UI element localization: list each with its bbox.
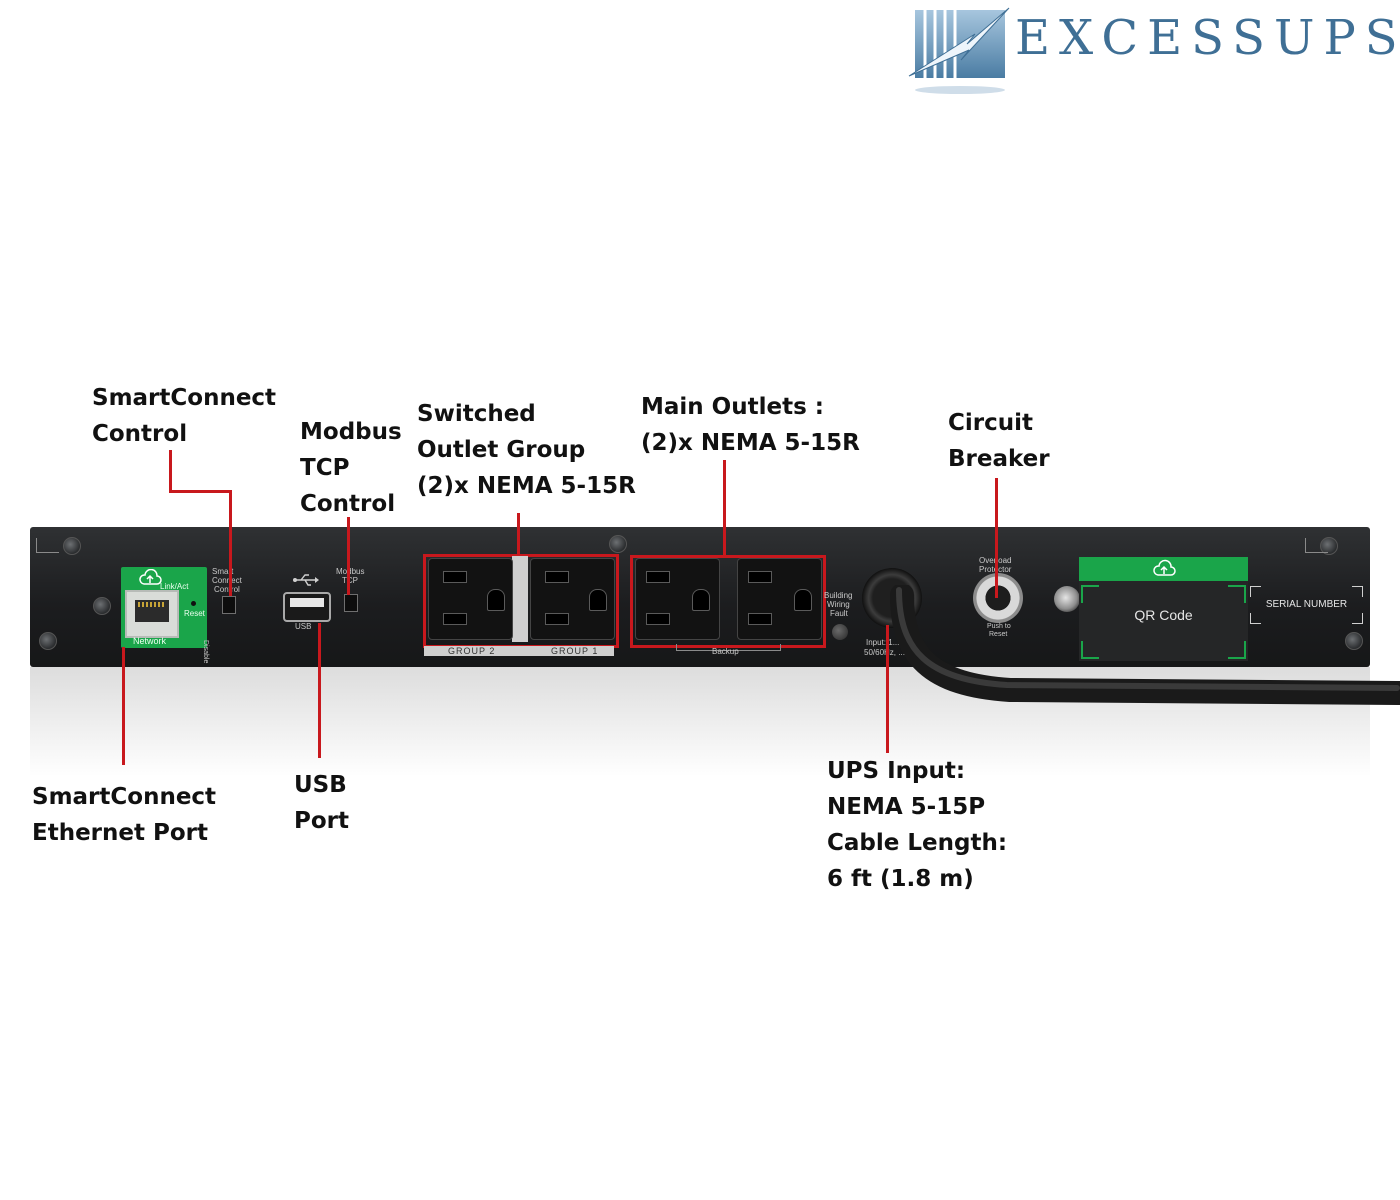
input-label-1: Input: 1...	[866, 638, 900, 647]
qr-code-label: QR Code	[1134, 607, 1193, 623]
building-wiring-label-3: Fault	[830, 609, 848, 618]
push-reset-label-2: Reset	[989, 631, 1008, 638]
serial-number-area: SERIAL NUMBER	[1250, 586, 1363, 624]
modbus-label-1: Modbus	[336, 567, 365, 576]
cloud-upload-icon	[139, 569, 162, 585]
building-wiring-label-2: Wiring	[827, 600, 850, 609]
smart-connect-label-3: Control	[214, 585, 240, 594]
group-divider	[512, 556, 528, 642]
outlet-group1[interactable]	[530, 558, 615, 640]
usb-port[interactable]	[283, 592, 331, 622]
smart-connect-switch[interactable]	[222, 596, 236, 614]
power-cable	[890, 585, 1400, 705]
circuit-breaker[interactable]	[973, 573, 1023, 623]
leader-line	[995, 478, 998, 598]
group1-label: GROUP 1	[551, 646, 599, 656]
screw-icon	[39, 632, 57, 650]
callout-switched-outlets: Switched Outlet Group (2)x NEMA 5-15R	[417, 401, 636, 499]
smart-connect-label-1: Smart	[212, 567, 234, 576]
mount-slot	[36, 538, 59, 553]
smart-connect-opt-disable: Disable	[202, 640, 209, 664]
outlet-group2[interactable]	[428, 558, 513, 640]
building-wiring-label-1: Building	[824, 591, 853, 600]
lightning-logo-icon	[908, 7, 1010, 94]
callout-main-outlets: Main Outlets : (2)x NEMA 5-15R	[641, 394, 860, 456]
screw-icon	[63, 537, 81, 555]
backup-label: Backup	[712, 647, 739, 656]
mount-slot	[1305, 538, 1328, 553]
wiring-fault-led	[832, 624, 848, 640]
modbus-label-2: TCP	[342, 576, 358, 585]
input-label-2: 50/60Hz, ...	[864, 648, 905, 657]
group2-label: GROUP 2	[448, 646, 496, 656]
main-outlets	[630, 555, 826, 648]
backup-bracket	[676, 644, 781, 651]
network-label: Network	[133, 636, 167, 646]
qr-code-area: QR Code	[1079, 557, 1248, 661]
callout-circuit-breaker: Circuit Breaker	[948, 410, 1050, 472]
ethernet-port[interactable]	[125, 590, 179, 638]
push-reset-label-1: Push to	[987, 623, 1011, 630]
link-act-label: Link/Act	[160, 582, 189, 591]
ground-bolt	[1054, 586, 1080, 612]
leader-line	[318, 623, 321, 758]
brand-name: EXCESSUPS	[1015, 10, 1400, 66]
leader-line	[886, 625, 889, 753]
smart-connect-label-2: Connect	[212, 576, 242, 585]
outlet-main-2[interactable]	[737, 558, 822, 640]
screw-icon	[1345, 632, 1363, 650]
screw-icon	[1320, 537, 1338, 555]
usb-label: USB	[295, 622, 312, 631]
outlet-main-1[interactable]	[635, 558, 720, 640]
leader-line	[517, 513, 520, 556]
leader-line	[347, 517, 350, 595]
modbus-switch[interactable]	[344, 594, 358, 612]
callout-ethernet-port: SmartConnect Ethernet Port	[32, 784, 217, 846]
usb-icon	[293, 574, 319, 586]
leader-line	[122, 647, 125, 765]
group-label-strip	[424, 646, 614, 656]
cloud-upload-icon	[1153, 559, 1176, 576]
serial-number-label: SERIAL NUMBER	[1265, 599, 1348, 610]
leader-line	[169, 490, 232, 493]
screw-icon	[93, 597, 111, 615]
callout-usb-port: USB Port	[294, 772, 349, 834]
reset-label: Reset	[184, 609, 205, 618]
leader-line	[723, 460, 726, 556]
leader-line	[229, 490, 232, 596]
reset-button[interactable]	[191, 601, 196, 606]
screw-icon	[609, 535, 627, 553]
leader-line	[169, 450, 172, 493]
callout-smartconnect-control: SmartConnect Control	[92, 385, 277, 447]
callout-modbus: Modbus TCP Control	[300, 419, 402, 517]
callout-ups-input: UPS Input: NEMA 5-15P Cable Length: 6 ft…	[827, 758, 1008, 892]
